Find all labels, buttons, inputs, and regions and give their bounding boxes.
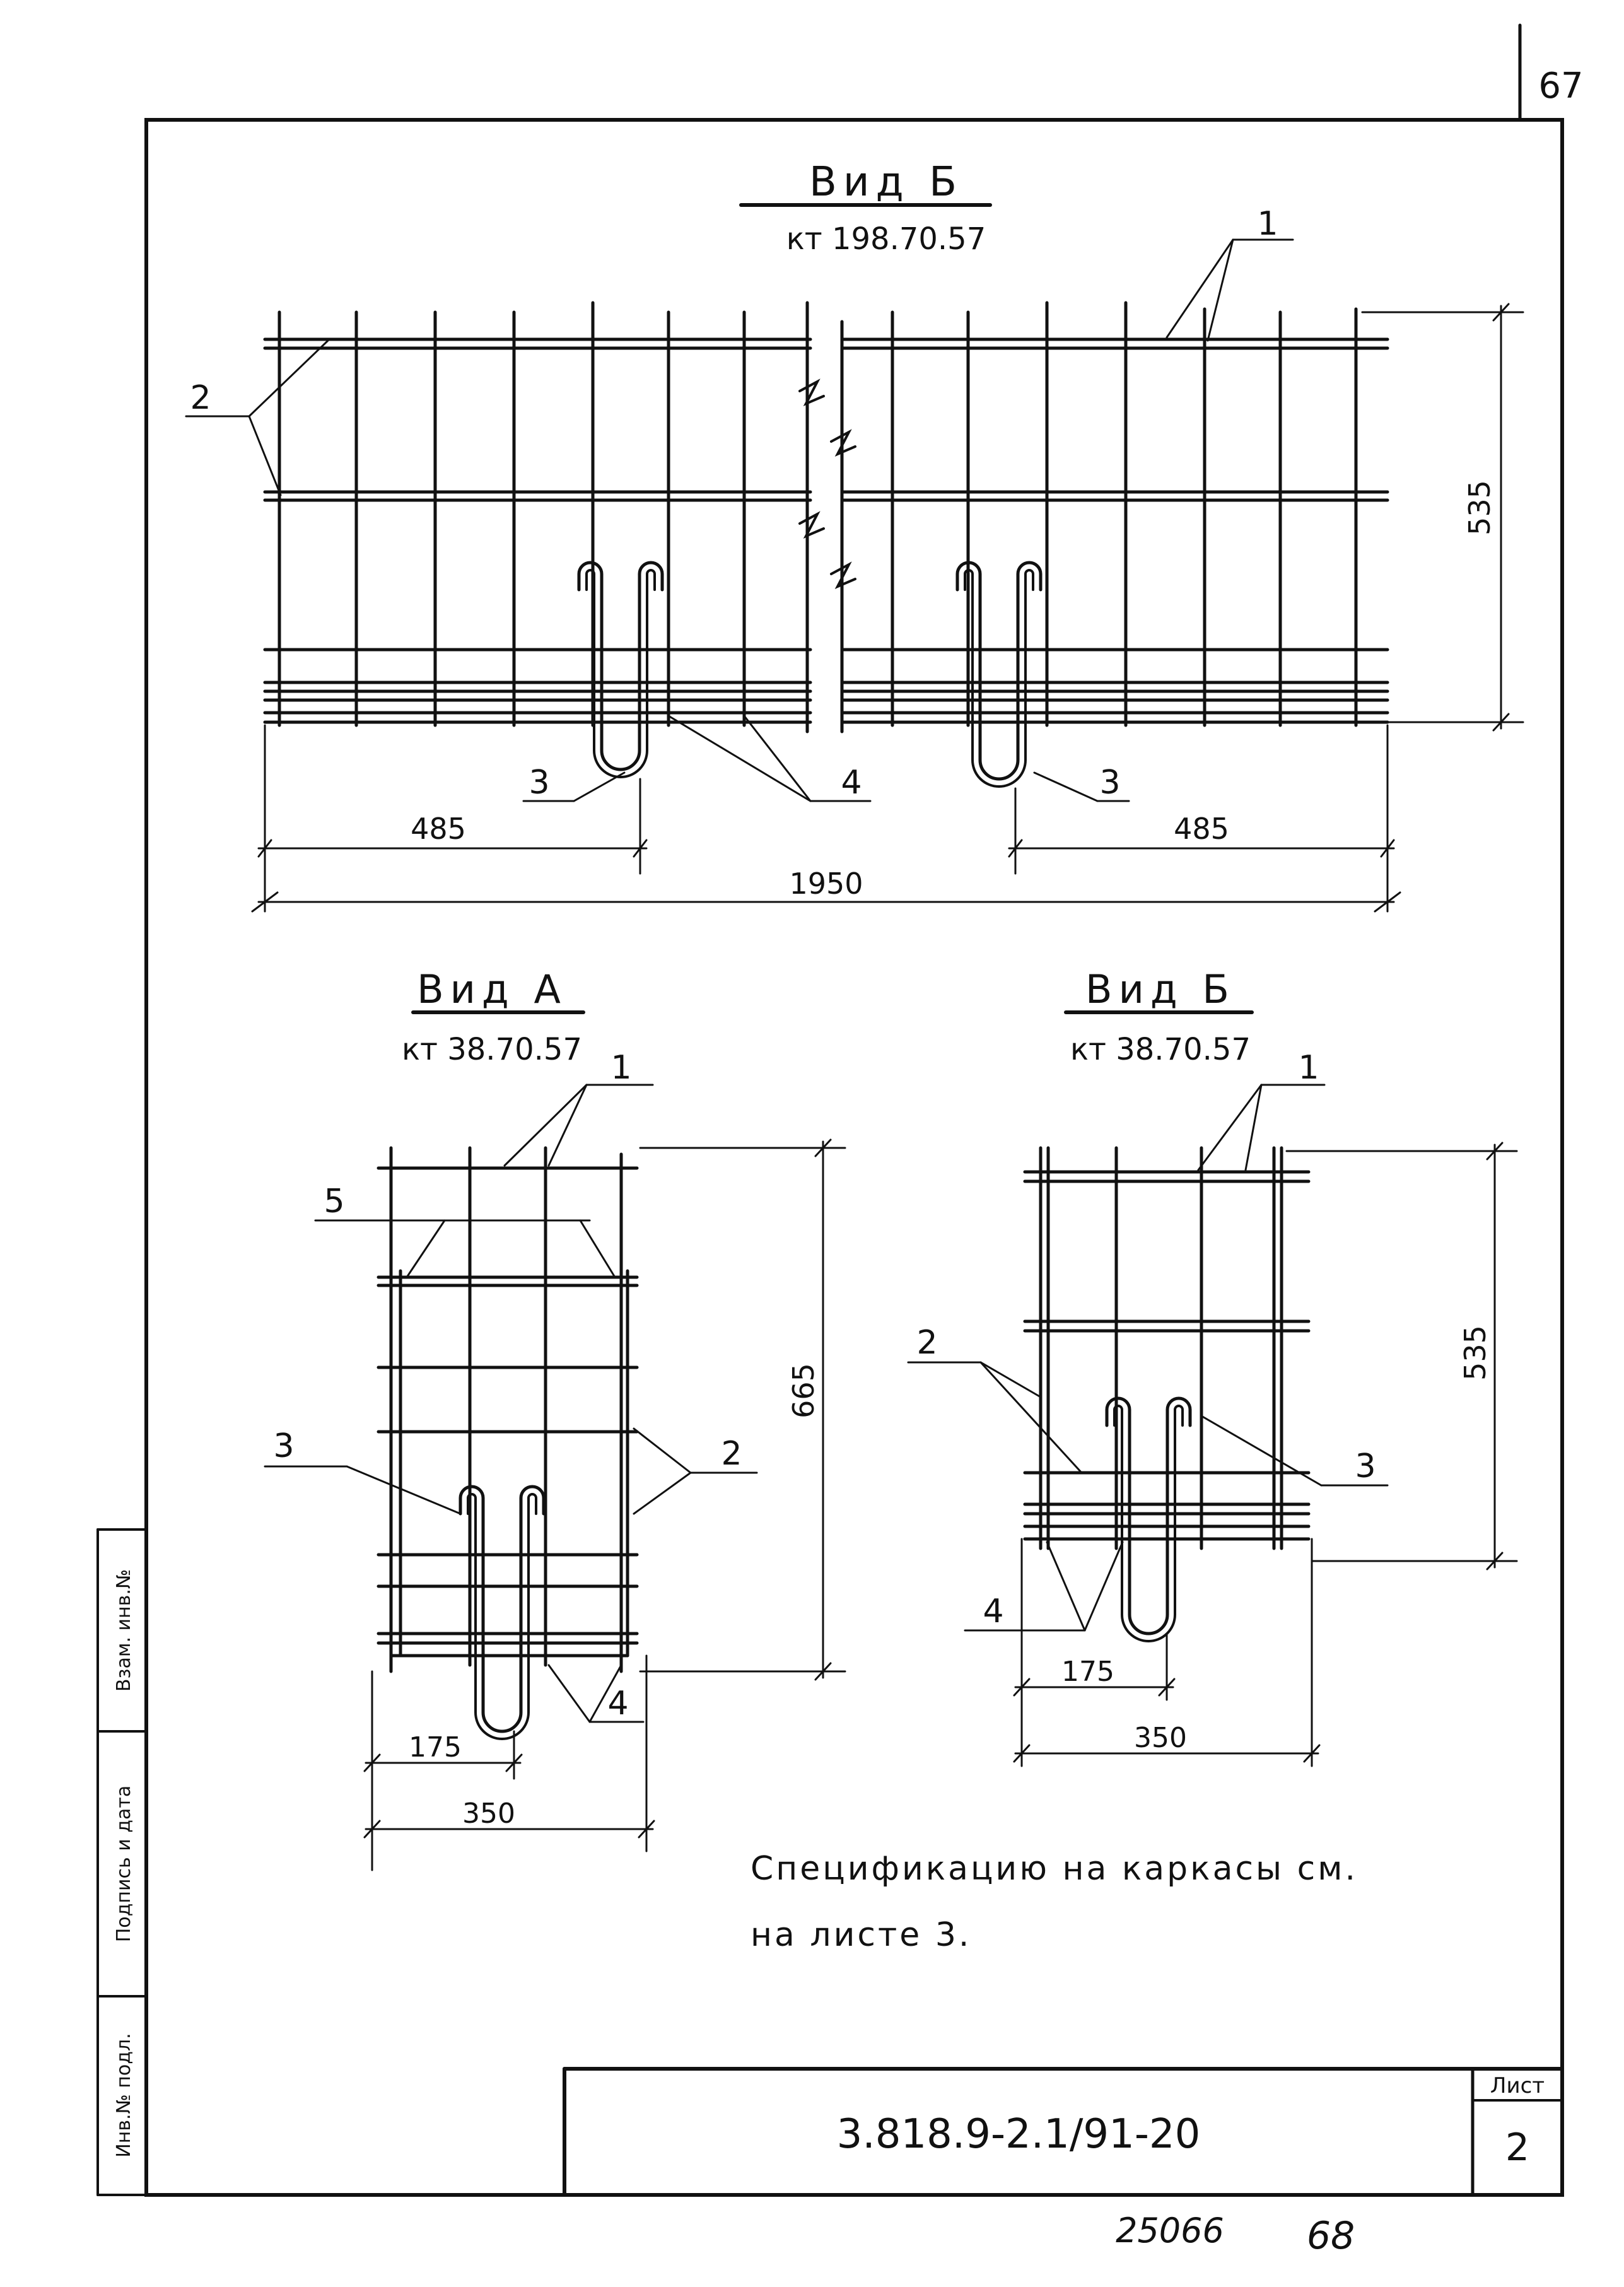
view-b-callout-1: 1	[1298, 1049, 1319, 1087]
view-a-callout-1: 1	[610, 1049, 631, 1087]
document-code: 3.818.9-2.1/91-20	[837, 2111, 1201, 2158]
top-leaders	[185, 238, 1294, 802]
view-b-dimensions	[1013, 1142, 1518, 1767]
view-b-leaders	[907, 1084, 1389, 1632]
top-frame	[263, 301, 1389, 788]
view-a-frame	[377, 1146, 639, 1740]
view-b-callout-2: 2	[916, 1324, 937, 1362]
view-b-frame	[1023, 1146, 1311, 1642]
sheet-label: Лист	[1490, 2073, 1545, 2098]
view-b-dim-175: 175	[1061, 1656, 1114, 1688]
top-callout-3-left: 3	[529, 764, 549, 802]
top-dimensions	[251, 303, 1524, 913]
sidebar-cell-replacement: Взам. инв.№	[113, 1569, 135, 1692]
view-b-dim-535: 535	[1458, 1325, 1492, 1381]
top-dim-1950: 1950	[789, 867, 863, 901]
view-b-title: Вид Б	[1085, 966, 1236, 1012]
top-callout-2: 2	[190, 379, 211, 417]
top-callout-3-right: 3	[1099, 764, 1120, 802]
view-a-callout-3: 3	[273, 1427, 294, 1465]
view-a-dim-175: 175	[409, 1731, 462, 1764]
view-a-dim-665: 665	[786, 1363, 821, 1418]
view-a-title: Вид А	[417, 966, 567, 1012]
view-a-callout-5: 5	[324, 1183, 344, 1220]
view-a-dimensions	[363, 1138, 846, 1871]
footer-page-number: 68	[1307, 2214, 1355, 2258]
top-dim-535: 535	[1463, 480, 1497, 535]
sidebar-cell-inventory: Инв.№ подл.	[113, 2033, 135, 2157]
view-b-callout-4: 4	[983, 1593, 1003, 1630]
top-callout-4: 4	[841, 764, 862, 802]
top-dim-485-right: 485	[1174, 812, 1229, 846]
sidebar-cell-signature: Подпись и дата	[113, 1786, 135, 1943]
sheet-frame	[96, 23, 1564, 2197]
view-b-callout-3: 3	[1355, 1448, 1376, 1485]
footer-archive-number: 25066	[1116, 2211, 1224, 2250]
top-dim-485-left: 485	[411, 812, 466, 846]
view-b-mark: кт 38.70.57	[1070, 1032, 1251, 1067]
top-callout-1: 1	[1257, 205, 1278, 243]
page-number: 67	[1538, 66, 1583, 107]
top-view-title: Вид Б	[809, 159, 963, 206]
view-a-callout-2: 2	[721, 1435, 742, 1473]
view-a-leaders	[264, 1084, 758, 1723]
view-b-dim-350: 350	[1134, 1722, 1187, 1754]
top-view-mark: кт 198.70.57	[786, 221, 986, 257]
view-a-callout-4: 4	[607, 1685, 628, 1723]
spec-note-line-1: Спецификацию на каркасы см.	[751, 1850, 1358, 1888]
view-a-dim-350: 350	[462, 1798, 515, 1830]
spec-note-line-2: на листе 3.	[751, 1916, 971, 1954]
sheet-number: 2	[1505, 2126, 1529, 2170]
view-a-mark: кт 38.70.57	[402, 1032, 582, 1067]
